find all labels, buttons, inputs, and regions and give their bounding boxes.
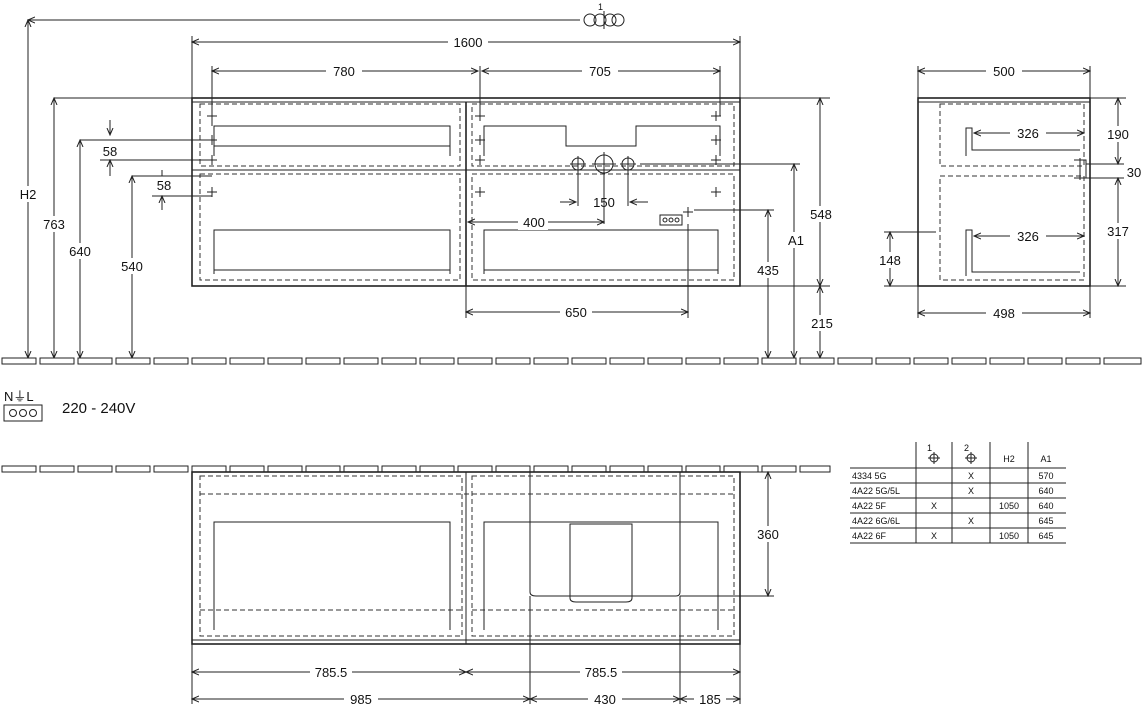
- table-row-a1: 570: [1038, 471, 1053, 481]
- table-row-a1: 640: [1038, 501, 1053, 511]
- dim-left-half: 785.5: [315, 665, 348, 680]
- dim-lower-drawer: 326: [1017, 229, 1039, 244]
- dim-right-half: 785.5: [585, 665, 618, 680]
- dim-gap: 30: [1127, 165, 1141, 180]
- dim-upper-drawer: 326: [1017, 126, 1039, 141]
- dim-left-width: 780: [333, 64, 355, 79]
- side-outline: [917, 97, 1091, 287]
- basin-cutout: [529, 472, 681, 597]
- dim-58-top: 58: [103, 144, 117, 159]
- tap-variant-1-icon: [928, 452, 940, 464]
- dim-lower-height: 317: [1107, 224, 1129, 239]
- dim-seg-right: 185: [699, 692, 721, 707]
- dim-215: 215: [811, 316, 833, 331]
- dim-top-depth: 360: [757, 527, 779, 542]
- dim-548: 548: [810, 207, 832, 222]
- table-header-a1: A1: [1040, 454, 1051, 464]
- table-row-h2: 1050: [999, 501, 1019, 511]
- table-row-a1: 640: [1038, 486, 1053, 496]
- table-row-model: 4A22 5F: [852, 501, 887, 511]
- dim-650: 650: [565, 305, 587, 320]
- table-row-model: 4334 5G: [852, 471, 887, 481]
- dim-socket-height: 148: [879, 253, 901, 268]
- electrical-symbol-label: N⏚L: [4, 389, 34, 404]
- table-header-1: 1: [927, 443, 932, 453]
- top-marker-label: 1: [598, 2, 603, 12]
- table-header-2: 2: [964, 443, 969, 453]
- table-row-h2: 1050: [999, 531, 1019, 541]
- side-tap-icon: [1074, 158, 1087, 180]
- front-view: 1 1600 780 705 H2 763 640 540: [16, 2, 836, 358]
- top-view: 360 785.5 785.5 985 430 185: [1, 465, 831, 707]
- dim-seg-mid: 430: [594, 692, 616, 707]
- dim-top-height: 190: [1107, 127, 1129, 142]
- table-row-a1: 645: [1038, 516, 1053, 526]
- dim-tap-offset: 400: [523, 215, 545, 230]
- floor-line: [1, 357, 1142, 365]
- table-row-model: 4A22 6F: [852, 531, 887, 541]
- variant-table: 1 2 H2 A1 4334 5G X 570 4A22 5G/5L X 640…: [850, 442, 1066, 544]
- dim-763: 763: [43, 217, 65, 232]
- dim-435: 435: [757, 263, 779, 278]
- table-row-tap1: X: [931, 501, 937, 511]
- tap-hole-icons: [570, 152, 636, 176]
- dim-inner-depth: 498: [993, 306, 1015, 321]
- dim-a1: A1: [788, 233, 804, 248]
- table-row-model: 4A22 5G/5L: [852, 486, 900, 496]
- dim-640: 640: [69, 244, 91, 259]
- socket-icon: [659, 214, 683, 226]
- table-row-tap2: X: [968, 471, 974, 481]
- dim-58-second: 58: [157, 178, 171, 193]
- dim-540: 540: [121, 259, 143, 274]
- side-view: 500 326 326 190 30 317 148 498: [876, 63, 1141, 321]
- siphon-recess: [569, 523, 633, 603]
- table-header-h2: H2: [1003, 454, 1015, 464]
- socket-symbol-icon: [3, 404, 43, 422]
- table-row-tap2: X: [968, 516, 974, 526]
- voltage-label: 220 - 240V: [62, 400, 135, 417]
- table-row-a1: 645: [1038, 531, 1053, 541]
- electrical-legend: N⏚L 220 - 240V: [3, 389, 135, 422]
- table-row-model: 4A22 6G/6L: [852, 516, 900, 526]
- tap-variant-2-icon: [965, 452, 977, 464]
- dim-side-depth: 500: [993, 64, 1015, 79]
- top-marker-icon: [583, 11, 625, 29]
- table-row-tap2: X: [968, 486, 974, 496]
- table-row-tap1: X: [931, 531, 937, 541]
- dim-right-width: 705: [589, 64, 611, 79]
- dim-total-width: 1600: [454, 35, 483, 50]
- dim-seg-left: 985: [350, 692, 372, 707]
- dim-h2: H2: [20, 187, 37, 202]
